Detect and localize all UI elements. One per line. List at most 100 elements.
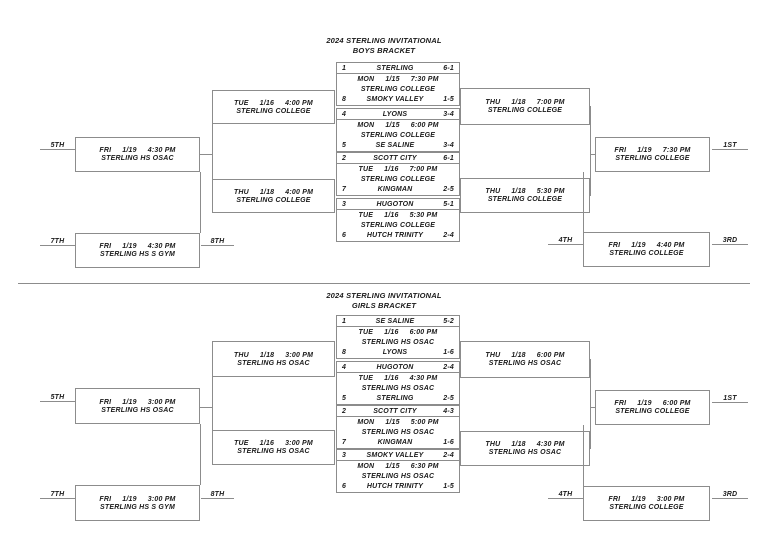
venue: STERLING COLLEGE (236, 196, 311, 204)
connector-line (212, 106, 213, 196)
title-line2: GIRLS BRACKET (351, 301, 417, 310)
title-line1: 2024 STERLING INVITATIONAL (326, 291, 442, 300)
time: 5:30 PM (536, 188, 565, 195)
time: 4:00 PM (285, 188, 314, 196)
game-box-4v5: 4 LYONS 3-4 MON 1/15 6:00 PM STERLING CO… (336, 108, 460, 152)
day: FRI (99, 495, 112, 503)
venue: STERLING COLLEGE (609, 504, 684, 511)
team-name: STERLING (376, 64, 414, 72)
seed: 8 (342, 96, 347, 104)
seed: 3 (342, 451, 347, 459)
seventh-place-box: FRI 1/19 4:30 PM STERLING HS S GYM (75, 233, 200, 268)
record: 2-4 (443, 232, 454, 240)
day: FRI (614, 400, 627, 407)
team-name: SMOKY VALLEY (366, 451, 424, 459)
seed: 6 (342, 483, 347, 491)
game-datetime: FRI 1/19 4:30 PM (99, 147, 175, 154)
consolation-semi-box: THU 1/18 3:00 PM STERLING HS OSAC (212, 341, 335, 377)
team-row: 6 HUTCH TRINITY 1-5 (337, 482, 459, 492)
game-datetime: THU 1/18 5:30 PM (485, 188, 564, 195)
game-datetime: TUE 1/16 4:00 PM (234, 100, 313, 107)
day: THU (485, 441, 501, 448)
team-name: SCOTT CITY (373, 407, 417, 415)
connector-line (200, 172, 201, 233)
venue: STERLING COLLEGE (487, 196, 563, 203)
record: 6-1 (443, 64, 454, 72)
game-datetime: THU 1/18 6:00 PM (485, 352, 564, 359)
title-line2: BOYS BRACKET (352, 46, 416, 55)
team-row: 8 LYONS 1-6 (337, 348, 459, 358)
date: 1/16 (384, 374, 399, 382)
game-box-3v6: 3 SMOKY VALLEY 2-4 MON 1/15 6:30 PM STER… (336, 449, 460, 493)
seed: 3 (342, 200, 347, 208)
connector-line (590, 154, 595, 155)
game-venue: STERLING COLLEGE (337, 175, 459, 185)
third-place-box: FRI 1/19 3:00 PM STERLING COLLEGE (583, 486, 710, 521)
date: 1/19 (122, 243, 137, 250)
place-label-4th: 4TH (548, 236, 583, 245)
date: 1/19 (122, 398, 137, 406)
team-row: 3 HUGOTON 5-1 (337, 199, 459, 211)
time: 5:30 PM (409, 211, 438, 219)
place-label-1st: 1ST (712, 394, 748, 403)
girls-bracket-section: 2024 STERLING INVITATIONAL GIRLS BRACKET… (0, 253, 768, 536)
place-label-5th: 5TH (40, 393, 75, 402)
day: THU (233, 351, 249, 359)
seed: 2 (342, 154, 347, 162)
day: TUE (358, 374, 374, 382)
game-box-1v8: 1 STERLING 6-1 MON 1/15 7:30 PM STERLING… (336, 62, 460, 106)
record: 1-6 (443, 349, 454, 357)
time: 3:00 PM (656, 496, 685, 503)
time: 3:00 PM (285, 440, 313, 447)
team-name: STERLING (376, 395, 414, 403)
team-name: HUGOTON (376, 200, 414, 208)
date: 1/18 (511, 352, 526, 359)
team-name: SMOKY VALLEY (366, 96, 424, 104)
place-label-3rd: 3RD (712, 490, 748, 499)
date: 1/18 (511, 441, 526, 448)
venue: STERLING COLLEGE (360, 222, 436, 230)
day: THU (485, 188, 501, 195)
date: 1/16 (259, 440, 275, 447)
day: THU (485, 99, 501, 106)
venue: STERLING HS OSAC (361, 429, 435, 437)
record: 3-4 (443, 142, 454, 150)
venue: STERLING COLLEGE (615, 408, 690, 415)
time: 7:30 PM (662, 147, 691, 154)
date: 1/19 (637, 400, 652, 407)
venue: STERLING HS OSAC (488, 360, 562, 367)
team-row: 7 KINGMAN 1-6 (337, 438, 459, 448)
record: 1-5 (443, 96, 454, 104)
day: THU (485, 352, 501, 359)
team-row: 6 HUTCH TRINITY 2-4 (337, 231, 459, 241)
venue: STERLING HS OSAC (361, 473, 435, 481)
team-row: 1 SE SALINE 5-2 (337, 316, 459, 328)
day: THU (233, 188, 249, 196)
record: 2-4 (443, 451, 454, 459)
team-row: 2 SCOTT CITY 4-3 (337, 406, 459, 418)
seed: 4 (342, 363, 347, 371)
day: FRI (99, 243, 112, 250)
team-row: 4 LYONS 3-4 (337, 109, 459, 121)
day: MON (357, 121, 375, 129)
date: 1/19 (631, 242, 646, 249)
venue: STERLING COLLEGE (360, 132, 436, 140)
team-name: SCOTT CITY (373, 154, 417, 162)
record: 5-1 (443, 200, 454, 208)
day: MON (357, 418, 375, 426)
game-venue: STERLING COLLEGE (337, 85, 459, 95)
day: TUE (234, 99, 249, 107)
game-datetime: FRI 1/19 7:30 PM (614, 147, 690, 154)
day: MON (357, 462, 375, 470)
record: 2-5 (443, 395, 454, 403)
time: 4:30 PM (147, 243, 176, 250)
team-row: 7 KINGMAN 2-5 (337, 185, 459, 195)
seed: 6 (342, 232, 347, 240)
team-name: KINGMAN (377, 186, 413, 194)
date: 1/15 (385, 462, 400, 470)
championship-box: FRI 1/19 7:30 PM STERLING COLLEGE (595, 137, 710, 172)
team-name: SE SALINE (375, 317, 415, 325)
title-line1: 2024 STERLING INVITATIONAL (326, 36, 442, 45)
connector-line (200, 407, 212, 408)
